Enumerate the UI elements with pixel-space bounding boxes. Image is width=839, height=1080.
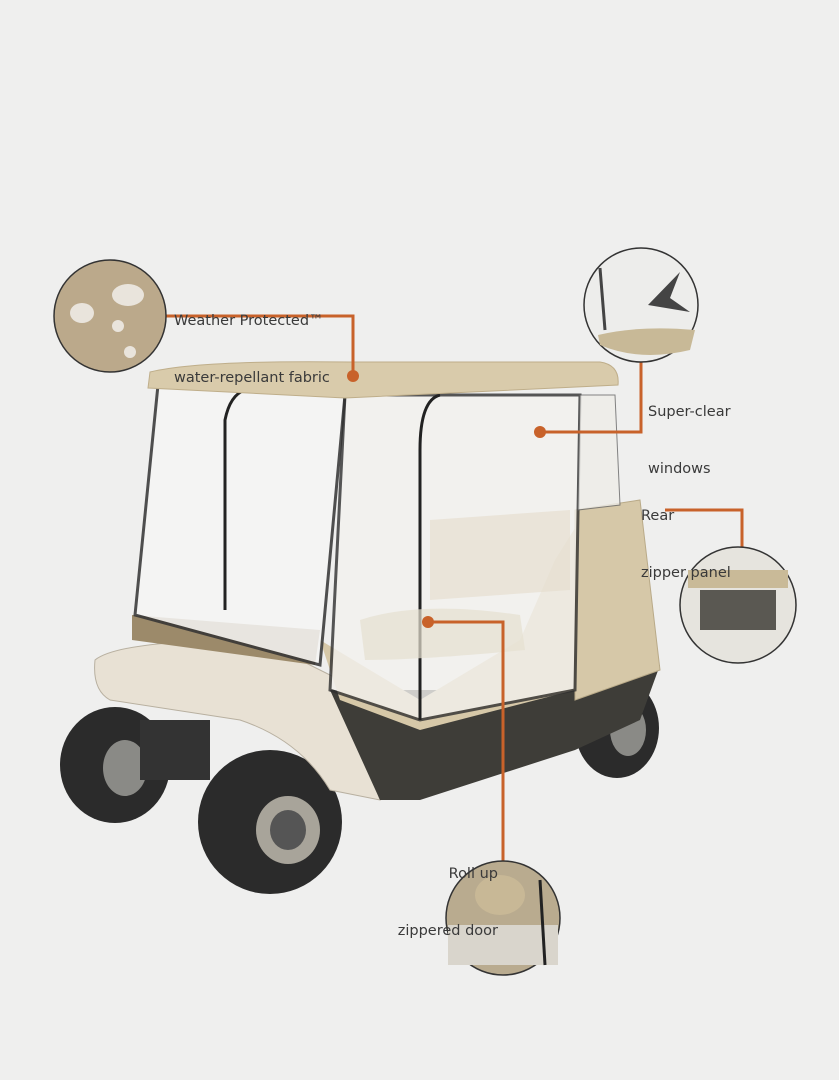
- cart-front-body: [94, 639, 381, 801]
- detail-rear-panel-circle: [679, 546, 797, 664]
- callout-lines: [165, 314, 744, 868]
- cover-roof: [147, 361, 619, 399]
- detail-fabric-circle: [53, 259, 167, 373]
- callout-roll-up-door: Roll up zippered door: [397, 866, 498, 939]
- detail-door-circle: [445, 860, 561, 976]
- detail-window-circle: [583, 247, 699, 363]
- callout-dots: [347, 370, 546, 628]
- callout-rear-zipper-panel: Rear zipper panel: [641, 508, 731, 581]
- clear-window-front: [133, 383, 347, 667]
- callout-weather-protected: Weather Protected™ water-repellant fabri…: [174, 313, 330, 386]
- callout-super-clear-windows: Super-clear windows: [648, 404, 731, 477]
